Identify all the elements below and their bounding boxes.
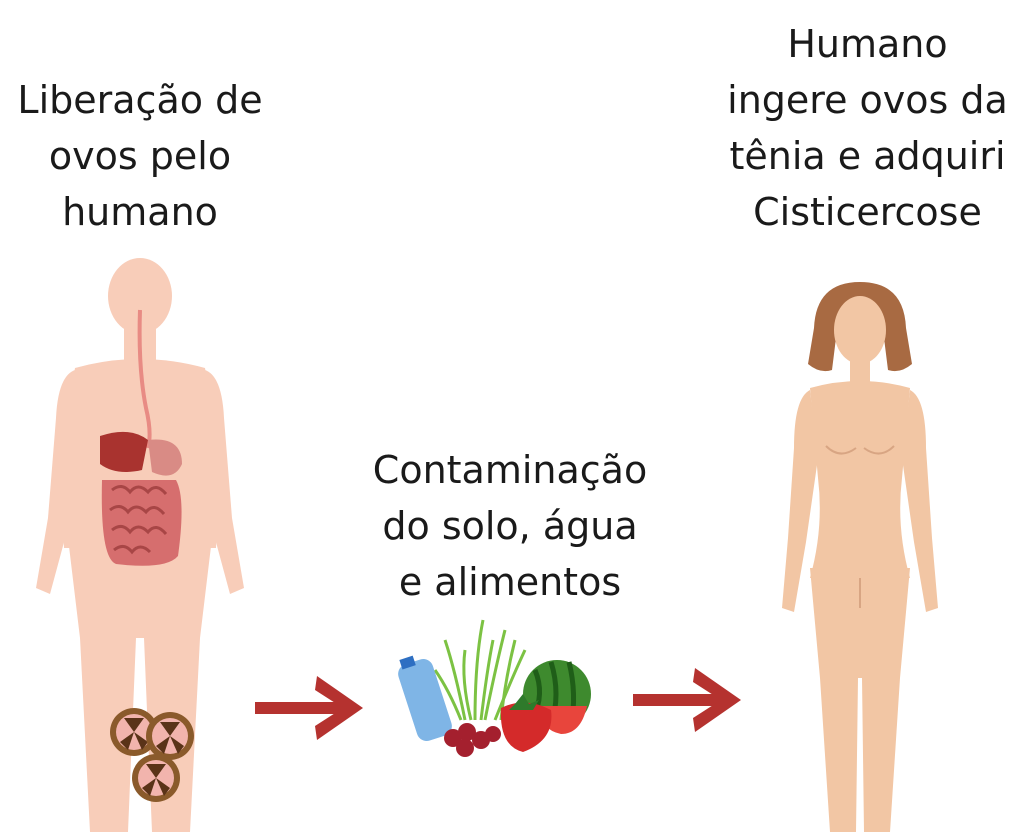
left-stage-line: Liberação de: [17, 78, 263, 122]
strawberry-icon: [500, 694, 552, 752]
intestine-shape: [101, 480, 182, 566]
woman-figure-icon: [782, 282, 938, 832]
tapeworm-egg-icon: [110, 708, 158, 756]
center-stage-line: Contaminação: [372, 448, 648, 492]
right-stage-line: Cisticercose: [753, 190, 982, 234]
right-stage-line: ingere ovos da: [727, 78, 1008, 122]
right-stage-line: Humano: [787, 22, 948, 66]
esophagus-shape: [137, 309, 152, 449]
tapeworm-egg-icon: [132, 754, 180, 802]
berries-icon: [444, 723, 501, 757]
right-stage-line: tênia e adquiri: [729, 134, 1006, 178]
tapeworm-egg-icon: [146, 712, 194, 760]
contaminated-food-icon: [398, 619, 591, 757]
left-stage-line: ovos pelo: [48, 134, 232, 178]
center-stage-label: Contaminação do solo, água e alimentos: [360, 442, 660, 610]
stomach-shape: [148, 439, 182, 476]
arrow-right-icon: [633, 668, 741, 732]
left-stage-label: Liberação de ovos pelo humano: [0, 72, 280, 240]
liver-shape: [100, 431, 148, 472]
water-bottle-icon: [398, 655, 452, 742]
center-stage-line: do solo, água: [382, 504, 638, 548]
human-body-icon: [36, 258, 244, 832]
arrow-right-icon: [255, 676, 363, 740]
center-stage-line: e alimentos: [398, 560, 622, 604]
left-stage-line: humano: [62, 190, 218, 234]
right-stage-label: Humano ingere ovos da tênia e adquiri Ci…: [720, 16, 1015, 240]
